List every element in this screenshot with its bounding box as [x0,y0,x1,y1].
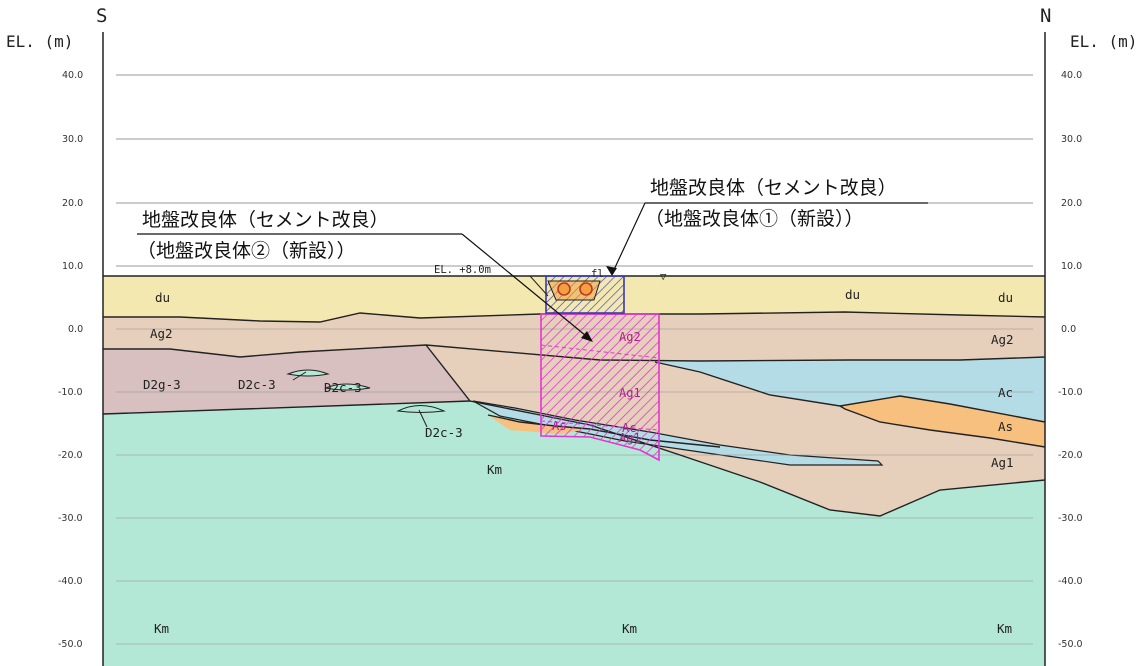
callout-improvement-1: 地盤改良体（セメント改良） （地盤改良体①（新設）） [606,177,928,276]
layer-label-km: Km [487,462,502,477]
layer-d2g-3 [103,345,470,414]
tick-label: 10.0 [1061,261,1082,272]
tick-label: -20.0 [58,450,83,461]
clay-lens [324,383,371,391]
layer-label-du: du [155,290,170,305]
callout-improvement-2: 地盤改良体（セメント改良） （地盤改良体②（新設）） [137,209,593,342]
tick-label: -50.0 [1058,639,1083,650]
layer-ac [655,357,1045,422]
layer-label-ag2-in-improvement: Ag2 [619,330,641,344]
layer-label-ac-in-improvement: Ac [622,421,636,435]
tick-label: -50.0 [58,639,83,650]
improvement-inner-line [540,344,660,359]
layer-label-ag2: Ag2 [150,326,173,341]
tick-label: -30.0 [1058,513,1083,524]
layer-label-d2g-3: D2g-3 [143,377,181,392]
ground-level-leader [529,275,549,297]
tick-label: -40.0 [58,576,83,587]
callout-2-line1: 地盤改良体（セメント改良） [142,209,389,231]
layer-label-d2c-3: D2c-3 [324,380,362,395]
tick-label: 40.0 [62,70,83,81]
layer-label-d2c-3: D2c-3 [425,425,463,440]
axis-unit-left: EL. (m) [6,32,73,51]
pipe-circle [557,282,571,296]
callout-2-line2: （地盤改良体②（新設）） [137,240,356,262]
layer-label-km: Km [622,621,637,636]
layer-label-km: Km [154,621,169,636]
tick-label: 30.0 [1061,134,1082,145]
layer-label-ag2: Ag2 [991,332,1014,347]
layer-label-ag1-in-improvement: Ag1 [619,431,641,445]
layer-label-du: du [998,290,1013,305]
layer-label-du: du [845,287,860,302]
layer-label-ag1: Ag1 [991,455,1014,470]
layer-labels: du du du Ag2 Ag2 D2g-3 D2c-3 D2c-3 D2c-3… [143,287,1014,636]
lens-leader [418,409,428,428]
layer-label-ag1-in-improvement: Ag1 [619,386,641,400]
layer-as [840,396,1045,447]
axis-unit-right: EL. (m) [1070,32,1137,51]
direction-north: N [1040,5,1051,27]
tick-label: -30.0 [58,513,83,524]
tick-label: 0.0 [68,324,83,335]
tick-label: 20.0 [1061,198,1082,209]
layer-label-d2c-3: D2c-3 [238,377,276,392]
direction-south: S [96,5,107,27]
tick-label: 20.0 [62,198,83,209]
right-tick-labels: 40.0 30.0 20.0 10.0 0.0 -10.0 -20.0 -30.… [1058,70,1083,650]
callout-1-line2: （地盤改良体①（新設）） [645,208,864,230]
left-tick-labels: 40.0 30.0 20.0 10.0 0.0 -10.0 -20.0 -30.… [58,70,83,650]
water-level-symbol: ▽ [660,271,667,283]
tick-label: 0.0 [1061,324,1076,335]
tick-label: -20.0 [1058,450,1083,461]
improvement-inner-line [540,420,660,431]
ground-level-label: EL. +8.0m [434,264,491,276]
tick-label: 10.0 [62,261,83,272]
pipe-circle [579,282,593,296]
tick-label: -10.0 [1058,387,1083,398]
callout-1-line1: 地盤改良体（セメント改良） [650,177,897,199]
tick-label: 30.0 [62,134,83,145]
layer-label-as-in-improvement: As [552,419,566,433]
fill-label: fl [591,268,604,280]
lens-leader [292,371,307,381]
tick-label: 40.0 [1061,70,1082,81]
tick-label: -10.0 [58,387,83,398]
layer-label-ac: Ac [998,385,1013,400]
layer-label-km: Km [997,621,1012,636]
clay-lens [396,405,446,413]
layer-label-as: As [998,419,1013,434]
tick-label: -40.0 [1058,576,1083,587]
